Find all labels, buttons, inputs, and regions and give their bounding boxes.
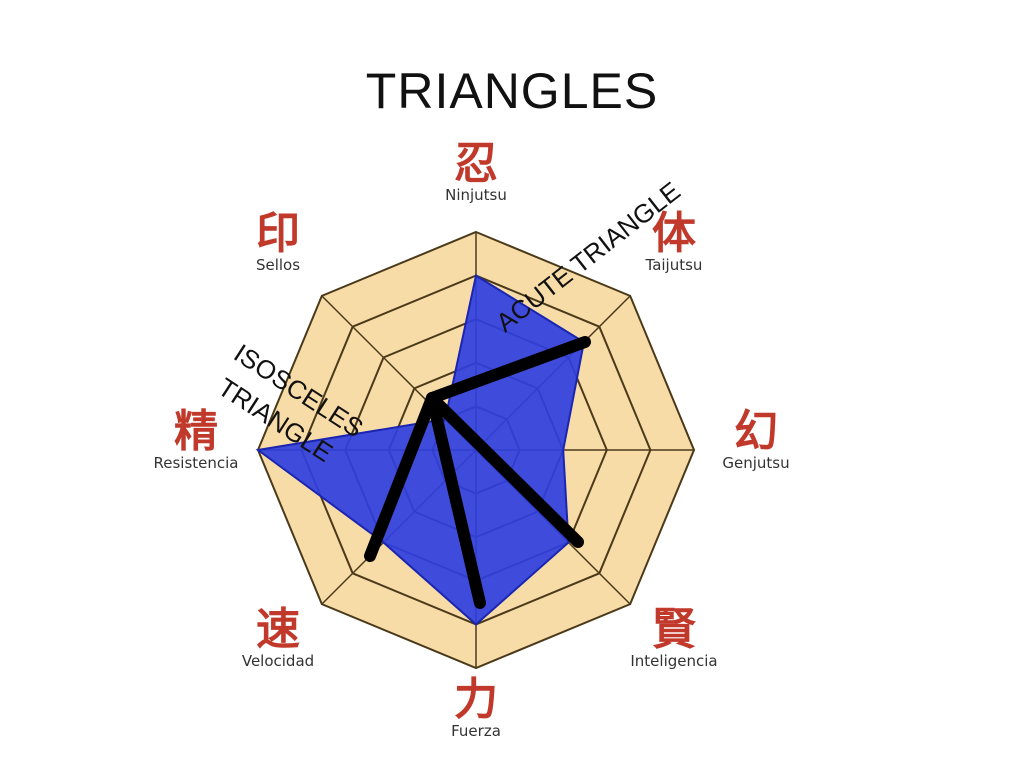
axis-kanji: 忍 [454, 138, 498, 189]
line-acute-top [426, 336, 591, 404]
axis-label: Velocidad [242, 652, 314, 670]
axis-kanji: 精 [174, 406, 218, 457]
axis-kanji: 力 [454, 674, 498, 725]
axis-kanji: 印 [256, 208, 300, 259]
axis-label: Inteligencia [630, 652, 717, 670]
axis-label: Ninjutsu [445, 186, 507, 204]
axis-label: Taijutsu [645, 256, 703, 274]
axis-label: Fuerza [451, 722, 501, 740]
axis-kanji: 幻 [734, 406, 778, 457]
slide-title: TRIANGLES [365, 63, 659, 119]
line-acute-bottom [426, 392, 584, 548]
axis-label: Genjutsu [722, 454, 789, 472]
triangle-lines [364, 336, 591, 609]
line-isosceles-left [364, 392, 438, 562]
stat-polygon [255, 274, 586, 626]
axis-label: Sellos [256, 256, 300, 274]
axis-label: Resistencia [154, 454, 239, 472]
axis-kanji: 体 [652, 208, 696, 259]
axis-kanji: 賢 [652, 604, 697, 655]
axis-kanji: 速 [256, 604, 300, 655]
line-isosceles-right [426, 392, 486, 609]
